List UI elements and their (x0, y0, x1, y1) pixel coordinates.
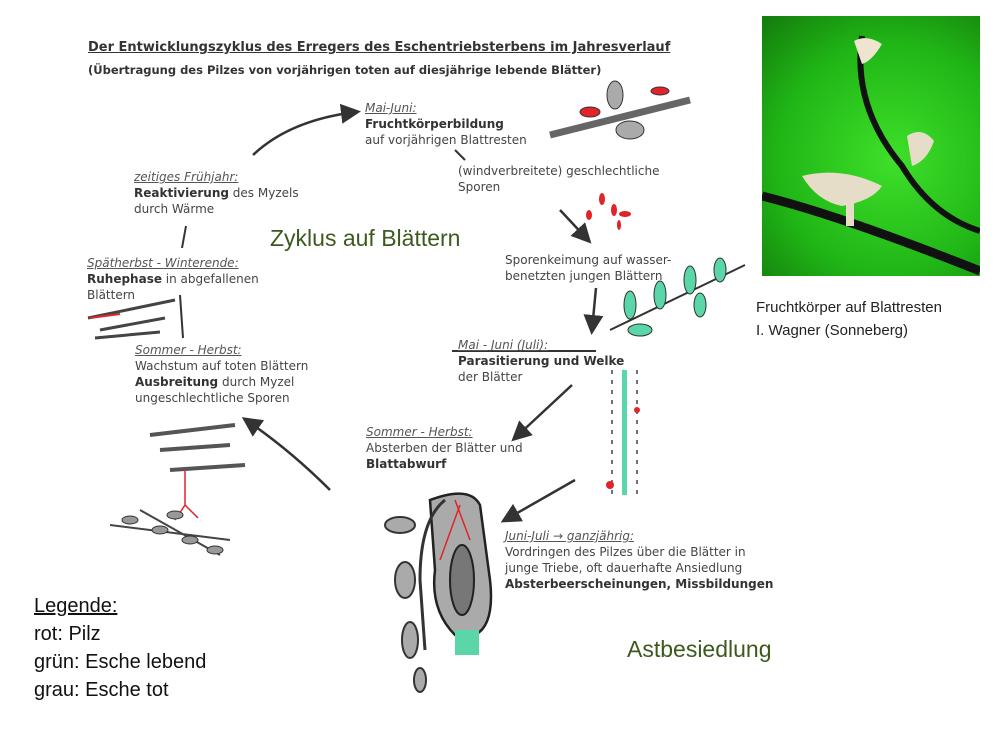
legend-item: grau: Esche tot (34, 679, 169, 701)
caption-line: Fruchtkörper auf Blattresten (756, 299, 942, 316)
stage-parasitism: Mai - Juni (Juli):Parasitierung und Welk… (458, 338, 625, 384)
center-label: Zyklus auf Blättern (270, 225, 461, 251)
legend-title: Legende: (34, 595, 118, 617)
stage-germination: Sporenkeimung auf wasser-benetzten junge… (505, 253, 672, 283)
branch-label: Astbesiedlung (627, 636, 772, 662)
wilting-leaves-drawing (606, 370, 640, 495)
fruiting-body-photo (762, 16, 980, 276)
diagram-subtitle: (Übertragung des Pilzes von vorjährigen … (88, 63, 602, 77)
young-leaves-drawing (609, 257, 746, 337)
stage-shoot-invasion: Juni-Juli → ganzjährig:Vordringen des Pi… (505, 529, 774, 591)
fruiting-body-drawing (549, 80, 691, 140)
connector-lines (181, 149, 596, 352)
stage-growth: Sommer - Herbst:Wachstum auf toten Blätt… (135, 343, 309, 405)
photo-caption: Fruchtkörper auf Blattresten I. Wagner (… (756, 296, 942, 342)
legend-item: grün: Esche lebend (34, 651, 207, 673)
legend: Legende: rot: Pilz grün: Esche lebend gr… (34, 592, 206, 704)
diagram-title: Der Entwicklungszyklus des Erregers des … (88, 40, 671, 55)
shoot-infection-drawing (384, 492, 493, 693)
stage-reactivation: zeitiges Frühjahr:Reaktivierung des Myze… (134, 170, 299, 216)
cycle-arrows (241, 103, 604, 523)
spores-drawing (586, 193, 631, 230)
stage-leaf-fall: Sommer - Herbst:Absterben der Blätter un… (366, 425, 523, 471)
mycelium-drawing (109, 423, 246, 556)
legend-item: rot: Pilz (34, 623, 101, 645)
stage-rest: Spätherbst - Winterende:Ruhephase in abg… (87, 256, 259, 302)
caption-credit: I. Wagner (Sonneberg) (756, 322, 909, 339)
dead-leaves-drawing (87, 294, 184, 340)
